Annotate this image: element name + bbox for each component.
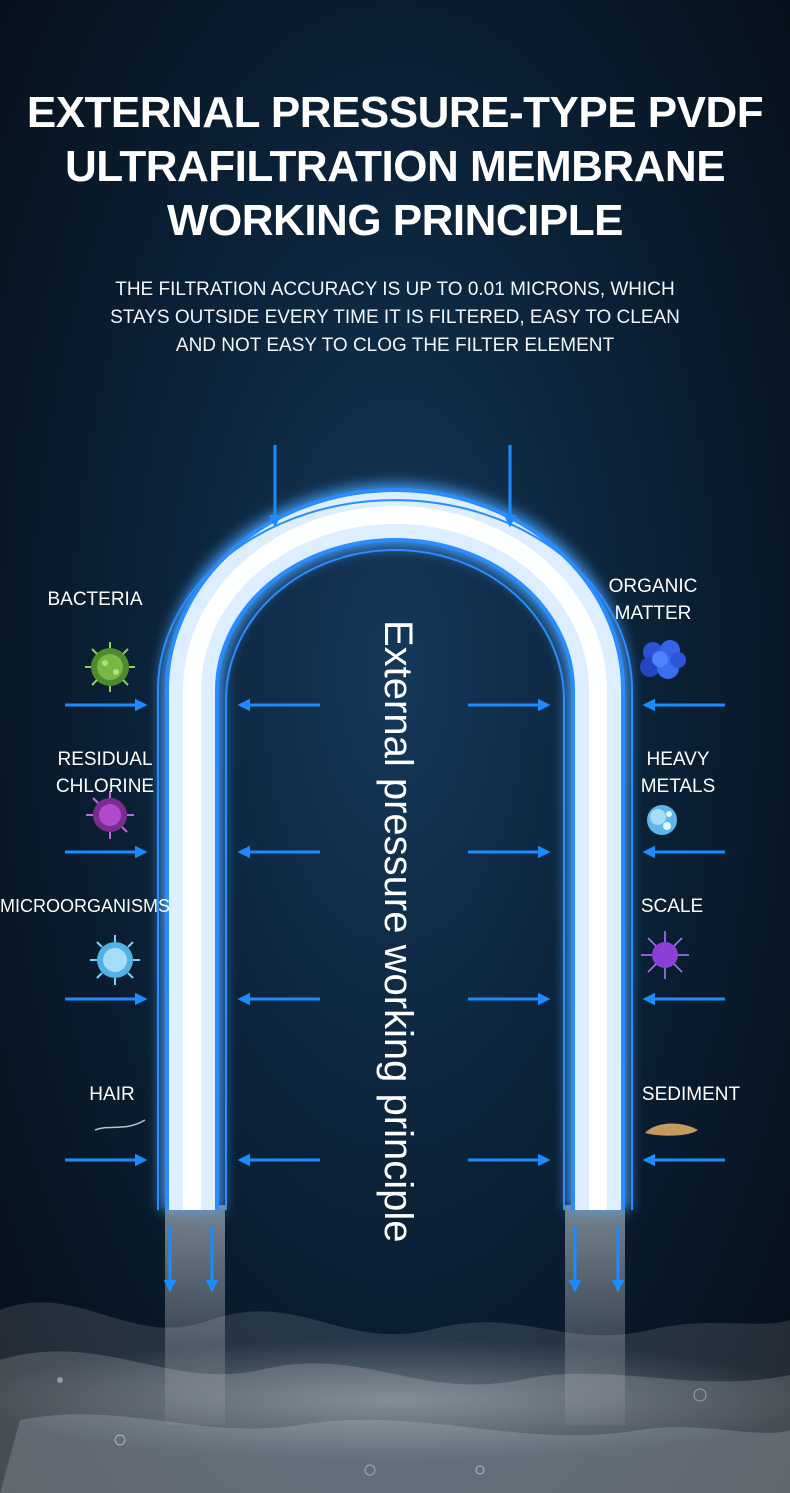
hair-icon [94, 1119, 146, 1131]
flow-arrows [65, 698, 725, 1167]
center-vertical-label: External pressure working principle [376, 620, 420, 1243]
scale-icon [641, 931, 689, 979]
top-pressure-arrows [268, 445, 517, 528]
label-sediment: SEDIMENT [641, 1084, 741, 1105]
page-subtitle: THE FILTRATION ACCURACY IS UP TO 0.01 MI… [70, 276, 720, 360]
title-line: WORKING PRINCIPLE [167, 196, 623, 245]
u-tube-membrane [157, 484, 633, 1210]
label-heavy-metals: HEAVY METALS [640, 749, 716, 797]
water-splash [0, 1205, 790, 1493]
label-scale: SCALE [640, 896, 704, 917]
bacteria-icon [85, 642, 135, 692]
subtitle-line: THE FILTRATION ACCURACY IS UP TO 0.01 MI… [115, 279, 675, 300]
label-organic-matter: ORGANIC MATTER [608, 576, 698, 624]
sediment-icon [645, 1123, 698, 1136]
residual-chlorine-icon [86, 791, 134, 839]
title-line: EXTERNAL PRESSURE-TYPE PVDF [26, 88, 764, 137]
label-bacteria: BACTERIA [47, 589, 143, 610]
title-line: ULTRAFILTRATION MEMBRANE [64, 142, 726, 191]
heavy-metals-icon [647, 805, 677, 835]
outflow-arrows [163, 1225, 625, 1293]
subtitle-line: STAYS OUTSIDE EVERY TIME IT IS FILTERED,… [110, 307, 680, 328]
page-title: EXTERNAL PRESSURE-TYPE PVDF ULTRAFILTRAT… [0, 86, 790, 248]
label-microorganisms: MICROORGANISMS [0, 896, 171, 916]
label-hair: HAIR [89, 1084, 135, 1105]
microorganism-icon [90, 935, 140, 985]
organic-matter-icon [640, 640, 686, 679]
label-residual-chlorine: RESIDUAL CHLORINE [55, 749, 155, 797]
subtitle-line: AND NOT EASY TO CLOG THE FILTER ELEMENT [175, 335, 615, 356]
